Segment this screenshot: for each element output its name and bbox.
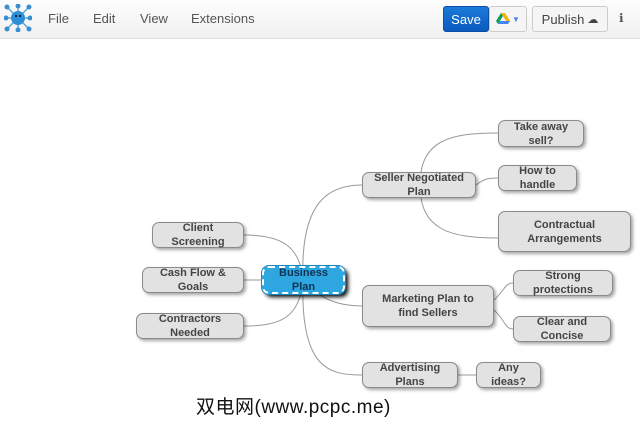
app-logo-icon[interactable]: [4, 4, 32, 32]
info-icon[interactable]: ℹ: [619, 11, 624, 25]
node-any-ideas[interactable]: Any ideas?: [476, 362, 541, 388]
link-howto: [475, 177, 499, 186]
chevron-down-icon: ▼: [512, 14, 520, 24]
link-clear: [493, 309, 514, 330]
menu-view[interactable]: View: [140, 11, 168, 26]
menu-edit[interactable]: Edit: [93, 11, 116, 26]
node-contractors-needed[interactable]: Contractors Needed: [136, 313, 244, 339]
root-node-business-plan[interactable]: Business Plan: [261, 265, 346, 295]
node-clear-and-concise[interactable]: Clear and Concise: [513, 316, 611, 342]
node-marketing-plan[interactable]: Marketing Plan to find Sellers: [362, 285, 494, 327]
node-strong-protections[interactable]: Strong protections: [513, 270, 613, 296]
publish-button[interactable]: Publish☁: [532, 6, 608, 32]
link-takeaway: [419, 132, 499, 186]
google-drive-icon: [496, 13, 511, 24]
top-toolbar: File Edit View Extensions Save ▼ Publish…: [0, 0, 640, 39]
watermark: 双电网(www.pcpc.me): [196, 397, 391, 418]
node-seller-negotiated-plan[interactable]: Seller Negotiated Plan: [362, 172, 476, 198]
node-take-away-sell[interactable]: Take away sell?: [498, 120, 584, 147]
link-strong: [493, 282, 514, 301]
link-seller: [302, 184, 363, 281]
google-drive-button[interactable]: ▼: [489, 6, 527, 32]
node-advertising-plans[interactable]: Advertising Plans: [362, 362, 458, 388]
menu-extensions[interactable]: Extensions: [191, 11, 255, 26]
node-contractual-arrangements[interactable]: Contractual Arrangements: [498, 211, 631, 252]
save-button[interactable]: Save: [443, 6, 489, 32]
cloud-upload-icon: ☁: [587, 13, 599, 26]
node-client-screening[interactable]: Client Screening: [152, 222, 244, 248]
link-advertising: [302, 279, 363, 376]
node-how-to-handle[interactable]: How to handle: [498, 165, 577, 191]
link-contractual: [419, 184, 499, 239]
node-cash-flow[interactable]: Cash Flow & Goals: [142, 267, 244, 293]
publish-label: Publish: [541, 11, 585, 27]
menu-file[interactable]: File: [48, 11, 69, 26]
